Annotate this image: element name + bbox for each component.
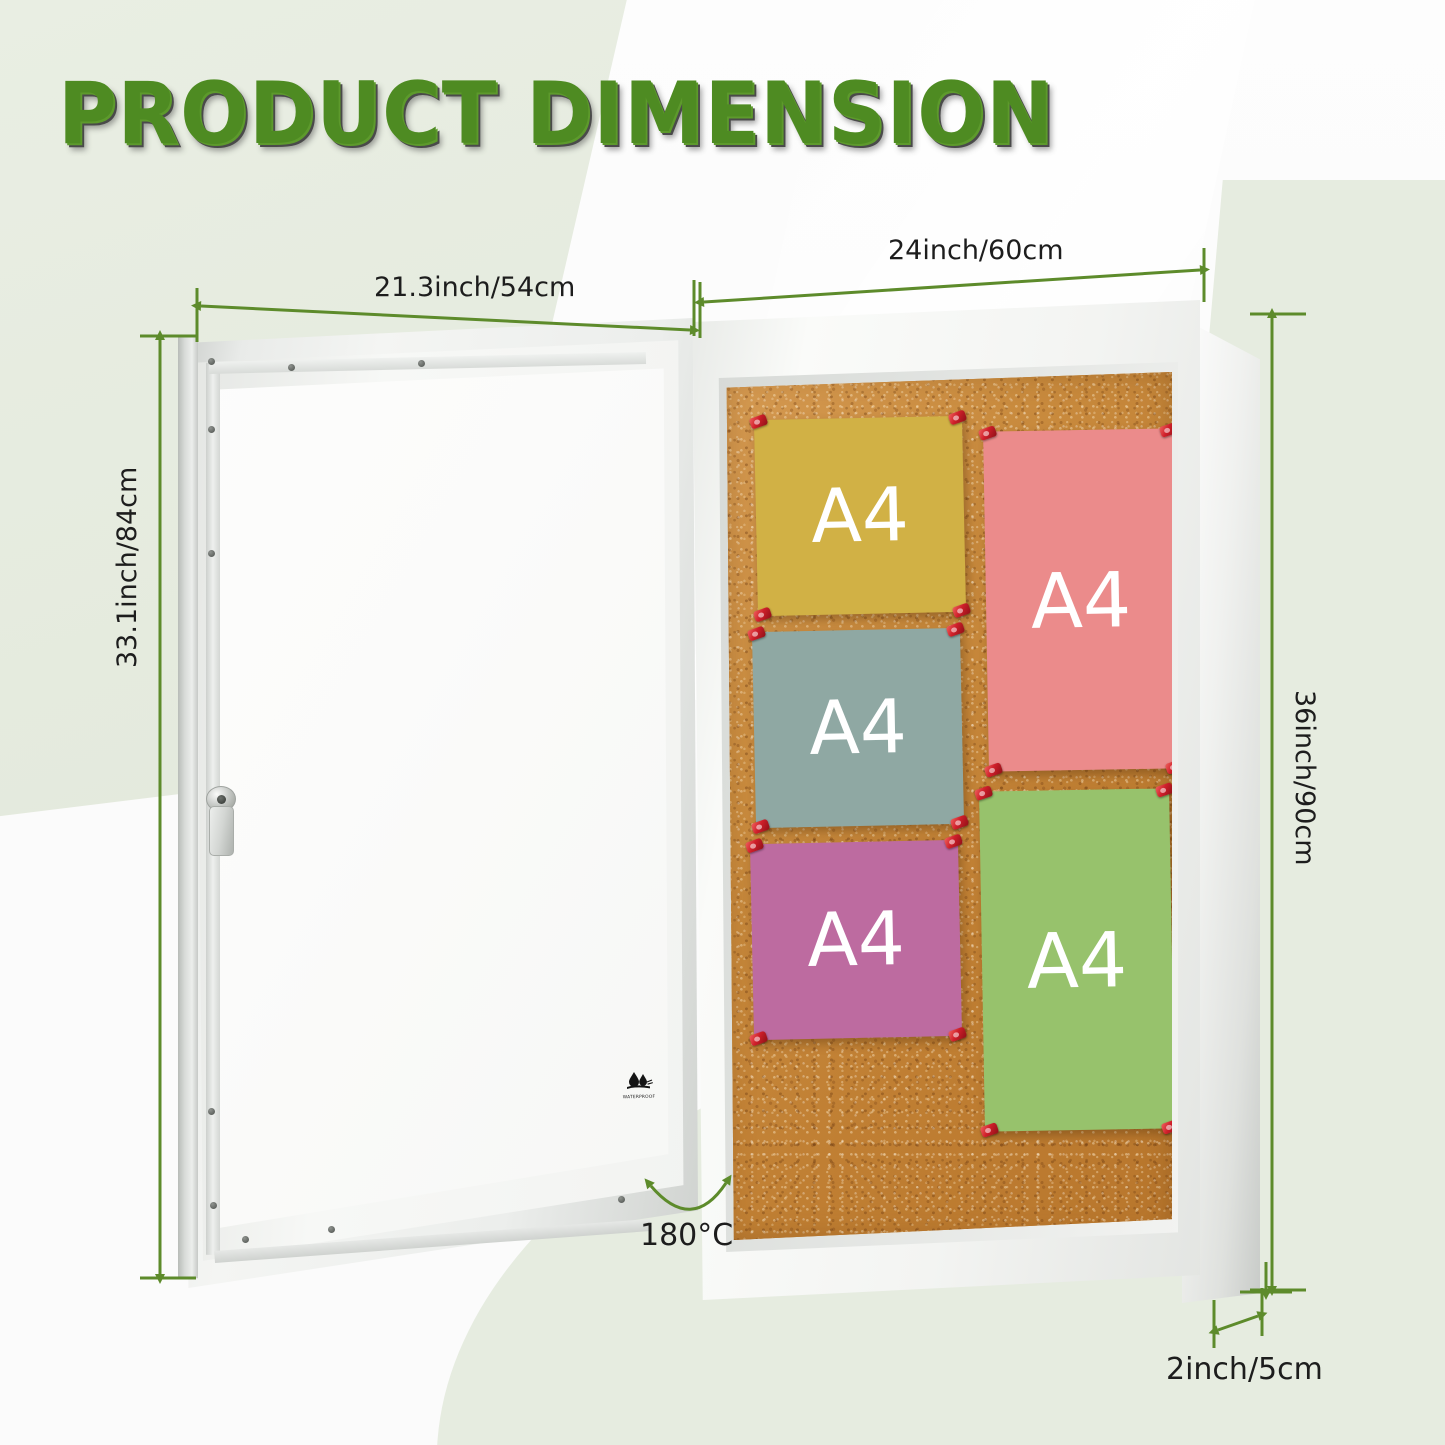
a4-label: A4: [1026, 914, 1128, 1006]
a4-label: A4: [808, 683, 908, 773]
dimension-label-case-height: 36inch/90cm: [1289, 690, 1320, 866]
push-pin-icon: [979, 1122, 1000, 1139]
push-pin-icon: [947, 409, 968, 426]
push-pin-icon: [746, 625, 767, 642]
door-left-edge: [178, 337, 198, 1279]
push-pin-icon: [752, 606, 773, 623]
door-screw: [208, 358, 215, 365]
water-drop-icon: [610, 1070, 668, 1094]
lock-keyhole: [217, 795, 226, 804]
a4-label: A4: [1030, 554, 1132, 646]
a4-sheet-magenta: A4: [744, 833, 968, 1047]
dimension-label-case-width: 24inch/60cm: [888, 235, 1064, 266]
door-screw: [418, 360, 425, 367]
a4-sheet-pink: A4: [977, 421, 1172, 779]
waterproof-caption: WATERPROOF: [622, 1094, 656, 1101]
push-pin-icon: [943, 833, 964, 850]
push-pin-icon: [748, 413, 769, 430]
lock-body: [209, 806, 234, 856]
push-pin-icon: [977, 425, 998, 442]
door-screw: [242, 1236, 249, 1243]
dimension-label-depth: 2inch/5cm: [1166, 1352, 1323, 1387]
push-pin-icon: [973, 785, 994, 802]
door-screw: [210, 1202, 217, 1209]
dimension-label-door-width: 21.3inch/54cm: [374, 272, 576, 303]
a4-label: A4: [806, 895, 906, 985]
push-pin-icon: [748, 1030, 769, 1047]
a4-sheet-teal: A4: [746, 621, 970, 835]
waterproof-decal: WATERPROOF: [610, 1070, 668, 1114]
push-pin-icon: [951, 602, 972, 619]
door-screw: [208, 426, 215, 433]
a4-label: A4: [810, 471, 910, 561]
push-pin-icon: [945, 621, 966, 638]
push-pin-icon: [750, 818, 771, 835]
door-screw: [328, 1226, 335, 1233]
glass-door: WATERPROOF: [178, 318, 698, 1288]
door-screw: [288, 364, 295, 371]
cork-board: A4 A4 A4: [726, 372, 1172, 1240]
door-lock[interactable]: [200, 786, 242, 858]
door-screw: [618, 1196, 625, 1203]
display-case: A4 A4 A4: [690, 300, 1260, 1320]
dimension-label-open-angle: 180°C: [640, 1218, 734, 1253]
door-screw: [208, 550, 215, 557]
a4-sheet-green: A4: [973, 781, 1172, 1139]
page-title: PRODUCT DIMENSION: [58, 64, 1055, 164]
a4-sheet-yellow: A4: [748, 409, 972, 623]
door-glass-panel: [212, 368, 669, 1228]
dimension-label-door-height: 33.1inch/84cm: [112, 466, 143, 668]
push-pin-icon: [1154, 781, 1172, 798]
push-pin-icon: [947, 1026, 968, 1043]
door-screw: [208, 1108, 215, 1115]
push-pin-icon: [983, 762, 1004, 779]
push-pin-icon: [949, 814, 970, 831]
push-pin-icon: [744, 837, 765, 854]
